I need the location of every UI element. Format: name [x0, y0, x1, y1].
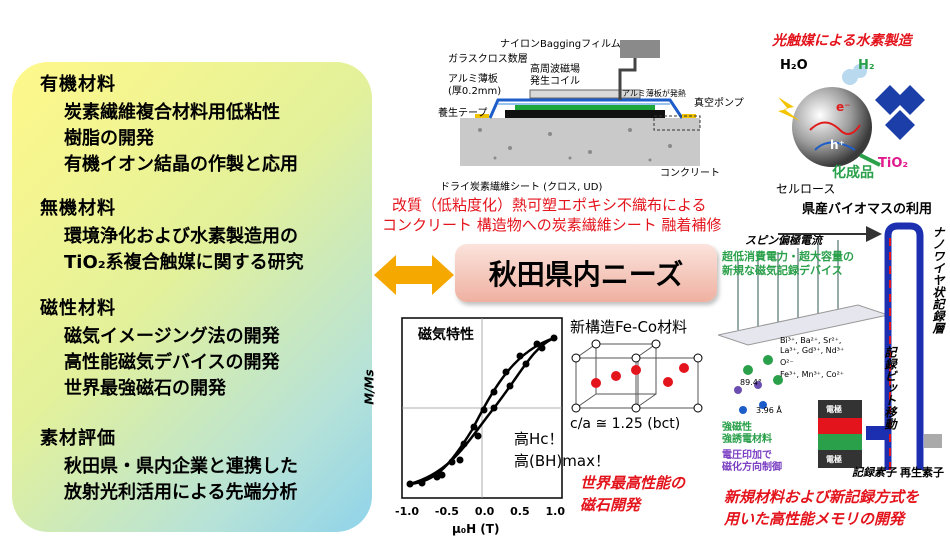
photocatalyst-diagram [778, 64, 925, 167]
label-vacuum-pump: 真空ポンプ [694, 98, 744, 109]
nanowire [884, 222, 924, 470]
x-tick: -1.0 [395, 505, 420, 518]
x-axis-label: μ₀H (T) [452, 522, 500, 536]
cellulose-label: セルロース [776, 182, 836, 196]
repair-caption-2: コンクリート 構造物への炭素繊維シート 融着補修 [382, 216, 722, 234]
label-al-heat: アルミ薄板が発熱 [622, 89, 686, 98]
structure-title: 新構造Fe-Co材料 [570, 318, 688, 336]
label-tape: 養生テープ [438, 108, 488, 119]
cf-repair-diagram [460, 40, 701, 166]
ferroelectric-label: 強誘電材料 [722, 434, 772, 445]
e-minus-label: e⁻ [836, 100, 851, 114]
repair-caption-1: 改質（低粘度化）熱可塑エポキシ不織布による [392, 196, 707, 214]
akita-needs-box: 秋田県内ニーズ [455, 244, 717, 302]
catalyst-sphere [792, 87, 872, 167]
memory-device-diagram [718, 222, 942, 470]
h2-label: H₂ [858, 58, 875, 73]
nanowire-label: ナノワイヤ状記録層 [931, 226, 945, 334]
bagging-film [488, 98, 684, 119]
lattice-ions-4: Fe³⁺, Mn³⁺, Co²⁺ [780, 370, 844, 379]
magnet-caption-2: 磁石開発 [580, 496, 641, 514]
category-evaluation: 素材評価 [40, 428, 116, 449]
lightning-icon [778, 97, 800, 121]
electrode-bottom [818, 450, 862, 468]
tio2-label: TiO₂ [878, 156, 909, 171]
memory-subtitle-1: 超低消費電力・超大容量の [722, 250, 854, 263]
memory-caption-1: 新規材料および新記録方式を [724, 488, 920, 506]
label-hf-field: 高周波磁場 [530, 64, 580, 75]
aluminium-plate [515, 104, 655, 110]
double-arrow-icon [374, 255, 454, 295]
label-coil: 発生コイル [530, 76, 580, 87]
label-bagging: ナイロンBaggingフィルム [500, 39, 621, 50]
electrode-bottom-label: 電極 [826, 455, 842, 464]
read-head [924, 434, 942, 448]
y-axis-label: M/Ms [362, 369, 377, 405]
bit-move-label: 記録ビット移動 [883, 346, 897, 430]
magnet-panel-label: 磁気特性 [418, 327, 474, 343]
evaluation-item-1: 秋田県・県内企業と連携した [64, 456, 298, 477]
crystal-structure-diagram [571, 339, 703, 413]
lattice-constant: 3.96 Å [756, 406, 782, 415]
write-head [866, 426, 888, 440]
label-concrete: コンクリート [660, 168, 720, 179]
product-label: 化成品 [832, 165, 874, 181]
label-al-thickness: (厚0.2mm) [448, 86, 502, 97]
lattice-ions-2: La³⁺, Gd³⁺, Nd³⁺ [780, 346, 845, 355]
voltage-label-1: 電圧印加で [722, 450, 772, 461]
memory-caption-2: 用いた高性能メモリの開発 [724, 510, 905, 528]
organic-item-1: 炭素繊維複合材料用低粘性 [64, 102, 280, 123]
x-tick: -0.5 [434, 505, 459, 518]
h2o-label: H₂O [780, 58, 808, 73]
lattice-angle: 89.4° [740, 378, 762, 387]
vacuum-pump [620, 40, 660, 58]
evaluation-item-2: 放射光利活用による先端分析 [64, 482, 298, 503]
lattice-ions-3: O²⁻ [780, 358, 794, 367]
hysteresis-chart [401, 317, 563, 499]
electrode-top [818, 400, 862, 418]
ferromagnetic-label: 強磁性 [722, 422, 752, 433]
research-topics-panel: 有機材料 炭素繊維複合材料用低粘性 樹脂の開発 有機イオン結晶の作製と応用 無機… [12, 62, 372, 532]
lattice-ions-1: Bi³⁺, Ba²⁺, Sr²⁺, [780, 336, 842, 345]
photocatalyst-title: 光触媒による水素製造 [772, 33, 912, 49]
electrode-top-label: 電極 [826, 405, 842, 414]
induction-coil [529, 89, 641, 99]
category-magnetic: 磁性材料 [40, 298, 116, 319]
magnetic-item-3: 世界最強磁石の開発 [64, 378, 226, 399]
organic-item-2: 樹脂の開発 [64, 128, 154, 149]
inorganic-item-1: 環境浄化および水素製造用の [64, 226, 298, 247]
magnetic-item-1: 磁気イメージング法の開発 [64, 326, 280, 347]
label-al-plate: アルミ薄板 [448, 74, 498, 85]
label-dry-sheet: ドライ炭素繊維シート (クロス, UD) [440, 182, 603, 193]
memory-subtitle-2: 新規な磁気記録デバイス [722, 264, 843, 277]
write-element-label: 記録素子 [852, 466, 896, 479]
inorganic-item-2: TiO₂系複合触媒に関する研究 [64, 252, 304, 273]
x-axis-ticks: -1.0 -0.5 0.0 0.5 1.0 [395, 505, 565, 518]
carbon-sheet [505, 110, 665, 118]
category-organic: 有機材料 [40, 74, 116, 95]
organic-item-3: 有機イオン結晶の作製と応用 [64, 154, 298, 175]
concrete-block [460, 118, 700, 166]
biomass-label: 県産バイオマスの利用 [802, 202, 933, 217]
x-tick: 0.5 [510, 505, 530, 518]
read-element-label: 再生素子 [900, 466, 944, 479]
x-tick: 0.0 [474, 505, 495, 518]
x-tick: 1.0 [545, 505, 566, 518]
high-bh-annotation: 高(BH)max！ [514, 452, 610, 470]
magnet-caption-1: 世界最高性能の [580, 474, 686, 492]
label-glass-cloth: ガラスクロス数層 [448, 54, 528, 65]
voltage-label-2: 磁化方向制御 [722, 462, 782, 473]
ratio-label: c/a ≅ 1.25 (bct) [570, 416, 681, 432]
high-hc-annotation: 高Hc！ [514, 430, 564, 448]
spin-current-label: スピン偏極電流 [745, 234, 822, 247]
category-inorganic: 無機材料 [40, 198, 116, 219]
h-plus-label: h⁺ [830, 138, 845, 152]
magnetic-item-2: 高性能磁気デバイスの開発 [64, 352, 280, 373]
akita-needs-label: 秋田県内ニーズ [488, 258, 684, 291]
